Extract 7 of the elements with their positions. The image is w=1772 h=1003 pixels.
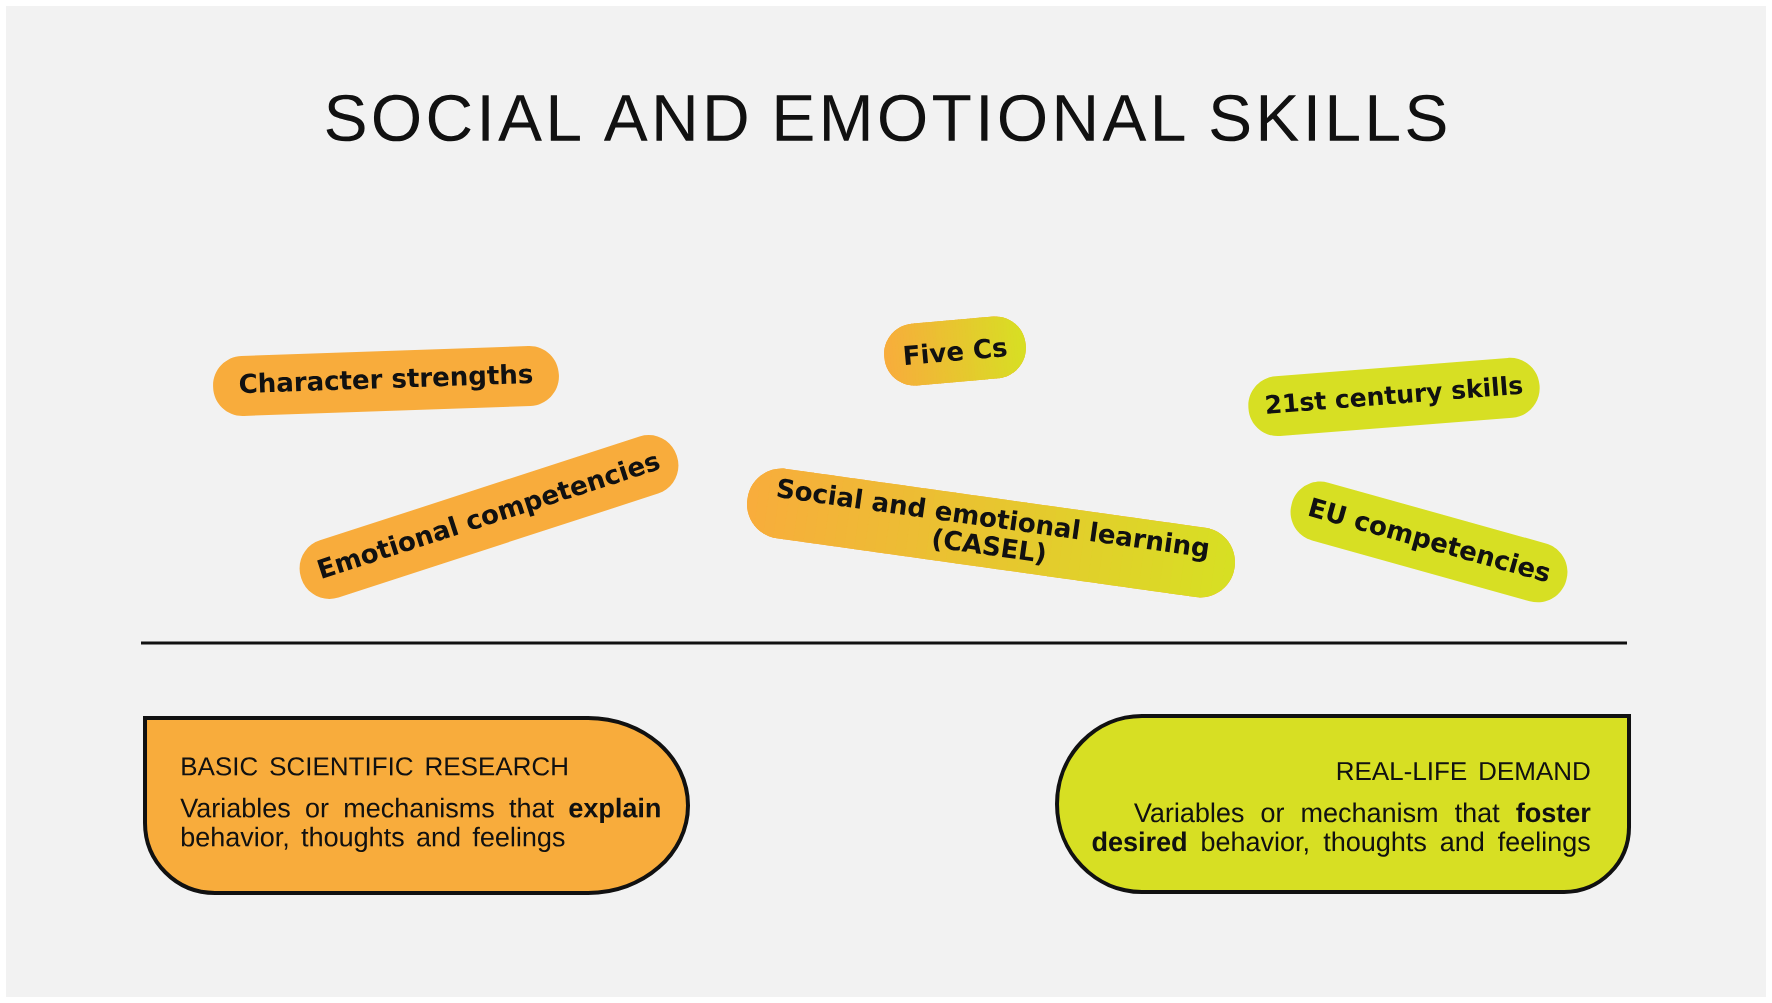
tag-pill: Social and emotional learning (CASEL): [747, 468, 1236, 598]
title: SOCIAL AND EMOTIONAL SKILLS: [326, 94, 1446, 142]
category-box: BASIC SCIENTIFIC RESEARCH Variables or mechanisms that explain behavior, thoughts and feelings: [143, 716, 690, 895]
tag-pill: 21st century skills: [1248, 357, 1540, 437]
tag-pill: Five Cs: [884, 316, 1026, 386]
tag-pill: Character strengths: [213, 346, 559, 416]
category-box: REAL-LIFE DEMAND Variables or mechanism that foster desired behavior, thoughts and feelings: [1055, 714, 1631, 894]
